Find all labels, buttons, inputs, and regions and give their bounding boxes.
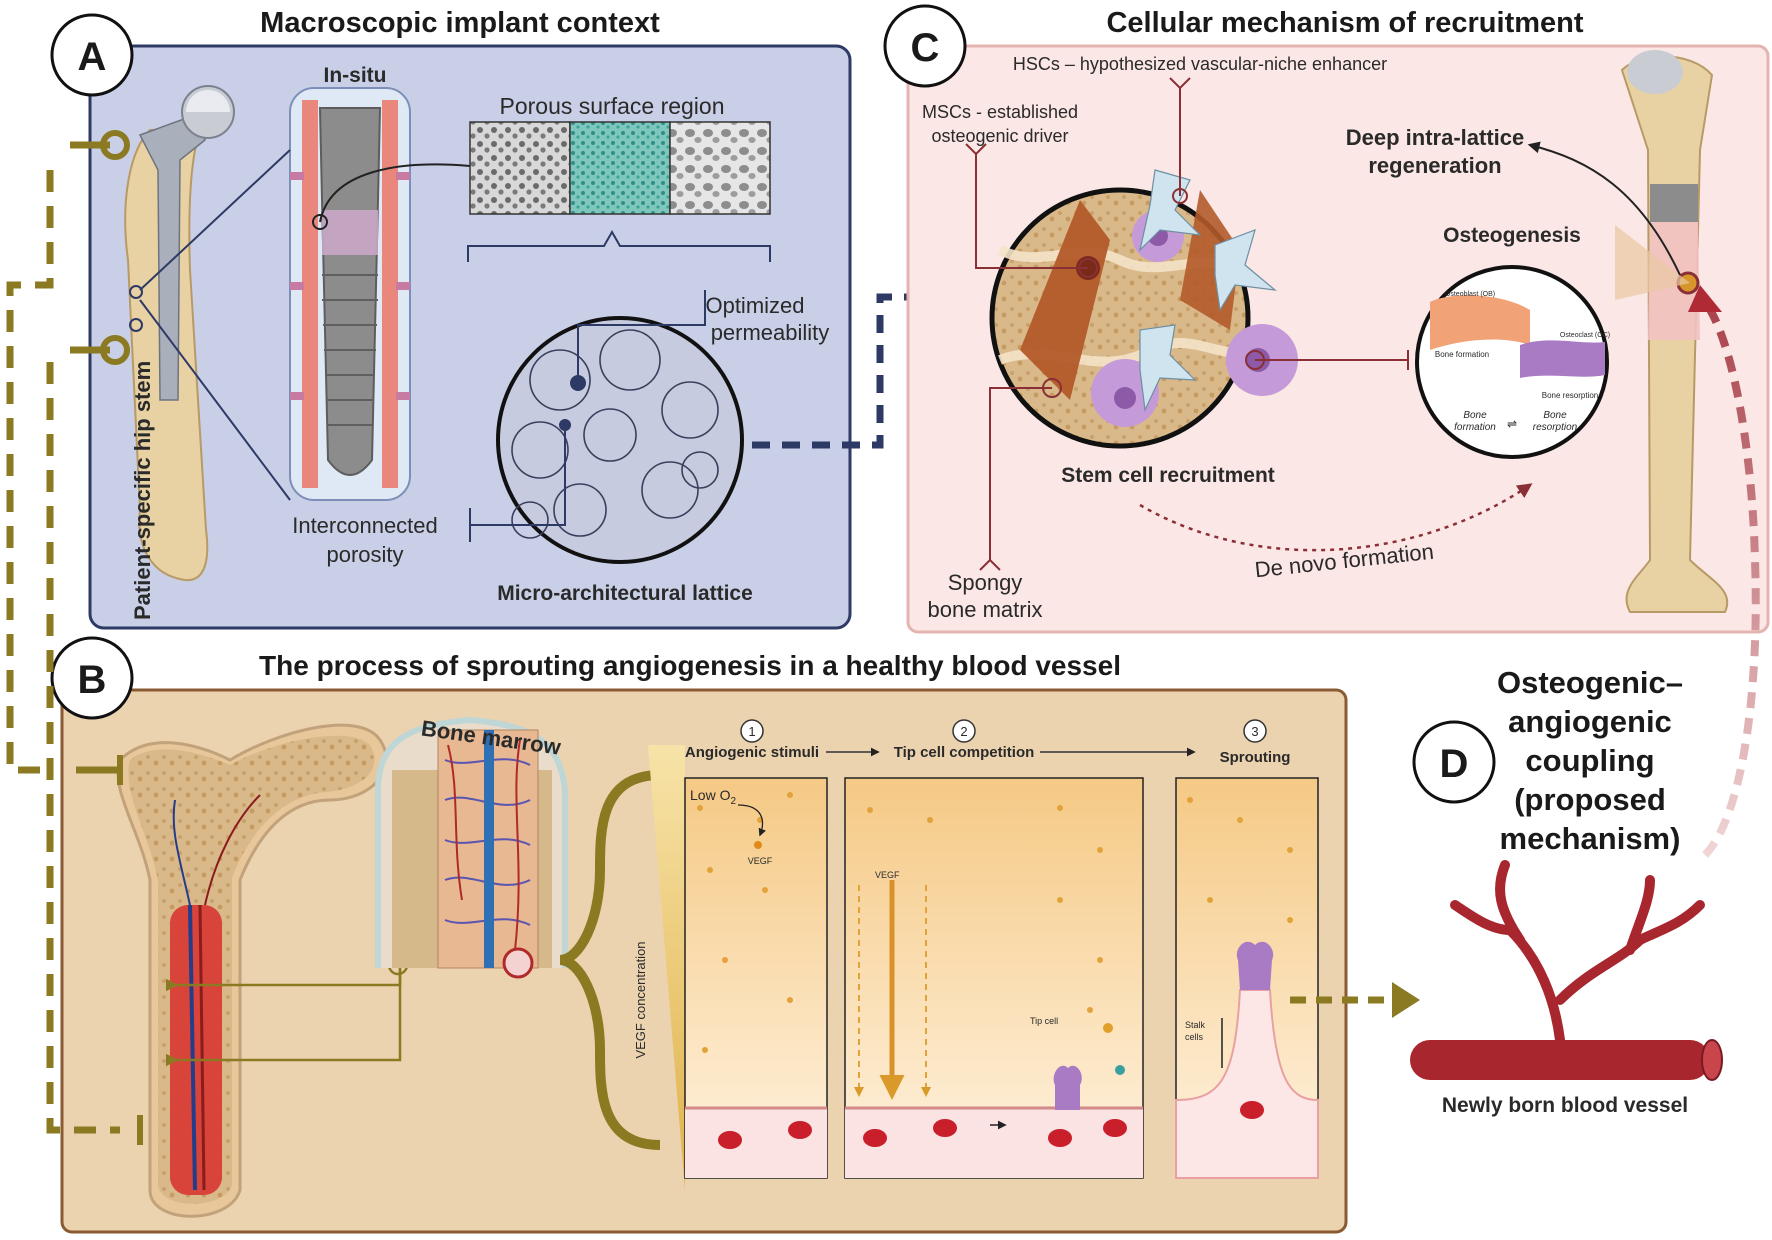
equilibrium-symbol: ⇌ bbox=[1507, 417, 1517, 431]
vessel-label: Newly born blood vessel bbox=[1442, 1094, 1688, 1117]
spongy-label-2: bone matrix bbox=[928, 597, 1043, 622]
panel-b-letter-badge bbox=[50, 636, 134, 720]
panel-b: The process of sprouting angiogenesis in… bbox=[50, 636, 1348, 1234]
step3-num: 3 bbox=[1251, 724, 1258, 739]
vegf-conc-label: VEGF concentration bbox=[633, 941, 648, 1058]
vegf-label-1: VEGF bbox=[748, 856, 773, 866]
connector-d-to-c bbox=[1698, 295, 1760, 858]
femur-right bbox=[1615, 50, 1729, 613]
porous-surface-strip bbox=[469, 121, 771, 215]
stem-recruit-label: Stem cell recruitment bbox=[1061, 464, 1275, 487]
interconnected-label: Interconnected bbox=[292, 513, 438, 538]
panel-c-title: Cellular mechanism of recruitment bbox=[1106, 7, 1583, 39]
panel-d-title-line-4: (proposed bbox=[1514, 782, 1666, 817]
panel-a-letter: A bbox=[78, 35, 107, 79]
panel-d: D Osteogenic– angiogenic coupling (propo… bbox=[1410, 665, 1723, 1117]
panel-c: Cellular mechanism of recruitment HSCs –… bbox=[883, 4, 1770, 634]
lattice-circle bbox=[496, 316, 744, 564]
bone-formation-small: Bone formation bbox=[1435, 350, 1489, 359]
connector-b-to-d-head bbox=[1392, 982, 1420, 1018]
osteogenesis-label: Osteogenesis bbox=[1443, 224, 1581, 247]
spongy-label-1: Spongy bbox=[948, 570, 1023, 595]
porosity-label: porosity bbox=[326, 542, 403, 567]
step2-num: 2 bbox=[960, 724, 967, 739]
bf-label-2: formation bbox=[1454, 422, 1496, 433]
step1-num: 1 bbox=[748, 724, 755, 739]
vegf-label-2: VEGF bbox=[875, 870, 900, 880]
deep-label-1: Deep intra-lattice bbox=[1346, 125, 1525, 150]
deep-label-2: regeneration bbox=[1368, 153, 1501, 178]
connector-d-to-c-head bbox=[1688, 285, 1722, 312]
frame-angiogenic-stimuli bbox=[684, 777, 828, 1179]
panel-d-title-line-5: mechanism) bbox=[1500, 821, 1681, 856]
optimized-label: Optimized bbox=[705, 293, 804, 318]
panel-c-letter-badge bbox=[883, 4, 967, 88]
de-novo-arrow bbox=[1139, 483, 1533, 552]
bone-marrow-block bbox=[375, 716, 568, 979]
femur-with-hip-stem bbox=[124, 85, 235, 582]
step-headers bbox=[740, 719, 1267, 757]
hip-stem-label: Patient-specific hip stem bbox=[130, 361, 155, 620]
br-label-1: Bone bbox=[1543, 410, 1567, 421]
panel-d-title: Osteogenic– angiogenic coupling (propose… bbox=[1497, 665, 1683, 856]
tip-cell-label: Tip cell bbox=[1030, 1016, 1058, 1026]
low-o2-text: Low O bbox=[690, 787, 731, 803]
vegf-gradient-triangle bbox=[648, 745, 685, 1190]
in-situ-implant bbox=[289, 87, 471, 501]
permeability-label: permeability bbox=[711, 320, 830, 345]
porous-surface-label: Porous surface region bbox=[499, 93, 724, 119]
step2-label: Tip cell competition bbox=[894, 744, 1035, 761]
low-o2-sub: 2 bbox=[730, 796, 736, 807]
bone-resorption-small: Bone resorption bbox=[1542, 391, 1598, 400]
step3-label: Sprouting bbox=[1220, 749, 1291, 766]
brace bbox=[559, 770, 661, 1150]
hscs-label: HSCs – hypothesized vascular-niche enhan… bbox=[1013, 54, 1387, 74]
frame-tip-cell-competition bbox=[844, 777, 1144, 1179]
panel-d-title-line-2: angiogenic bbox=[1508, 704, 1672, 739]
stalk-label-1: Stalk bbox=[1185, 1020, 1206, 1030]
panel-a-title: Macroscopic implant context bbox=[260, 7, 660, 39]
panel-d-letter-badge bbox=[1412, 720, 1496, 804]
low-o2-label: Low O2 bbox=[690, 787, 736, 807]
mscs-label-2: osteogenic driver bbox=[931, 126, 1068, 146]
panel-b-letter: B bbox=[78, 658, 107, 702]
osteoblast-label: Osteoblast (OB) bbox=[1445, 291, 1495, 298]
stalk-label-2: cells bbox=[1185, 1032, 1204, 1042]
frame-sprouting bbox=[1175, 777, 1319, 1179]
bf-label-1: Bone bbox=[1463, 410, 1487, 421]
panel-a: Macroscopic implant context Patient-spec… bbox=[50, 7, 852, 630]
mscs-label-1: MSCs - established bbox=[922, 102, 1078, 122]
osteoclast-label: Osteoclast (OC) bbox=[1560, 332, 1610, 339]
panel-d-title-line-3: coupling bbox=[1525, 743, 1654, 778]
panel-c-letter: C bbox=[911, 26, 940, 70]
panel-b-title: The process of sprouting angiogenesis in… bbox=[259, 650, 1121, 681]
panel-d-title-line-1: Osteogenic– bbox=[1497, 665, 1683, 700]
br-label-2: resorption bbox=[1533, 422, 1578, 433]
connector-a-to-b bbox=[6, 130, 143, 1145]
stem-cell-circle bbox=[989, 169, 1298, 449]
step1-label: Angiogenic stimuli bbox=[685, 744, 819, 761]
lattice-label: Micro-architectural lattice bbox=[497, 582, 753, 605]
osteogenesis-circle bbox=[1415, 265, 1609, 459]
panel-a-letter-badge bbox=[50, 13, 134, 97]
femur-cross-section bbox=[116, 723, 388, 1218]
in-situ-label: In-situ bbox=[324, 64, 387, 87]
panel-d-letter: D bbox=[1440, 742, 1469, 786]
new-blood-vessel bbox=[1410, 860, 1723, 1081]
